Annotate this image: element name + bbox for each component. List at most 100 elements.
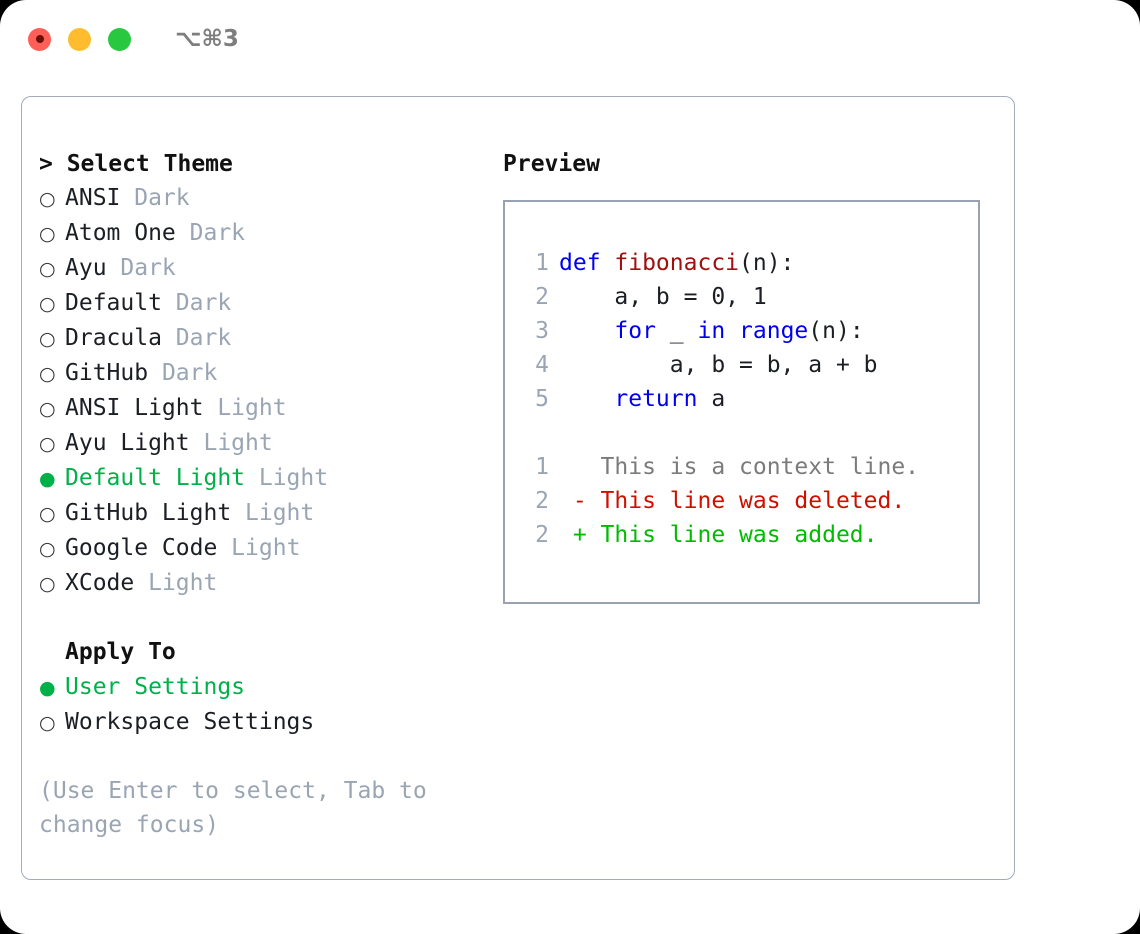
code-line: 3 for _ in range(n): bbox=[519, 314, 978, 348]
theme-option-ansi-light[interactable]: ○ ANSI Light Light bbox=[39, 391, 492, 426]
window-controls bbox=[28, 27, 131, 51]
code-diff-spacer bbox=[519, 416, 978, 450]
code-line-text: a, b = 0, 1 bbox=[559, 280, 767, 314]
radio-unselected-icon: ○ bbox=[39, 188, 56, 210]
radio-unselected-icon: ○ bbox=[39, 363, 56, 385]
diff-line-text: - This line was deleted. bbox=[559, 488, 906, 514]
title-bar: ⌥⌘3 bbox=[0, 0, 1140, 78]
code-token-plain bbox=[559, 318, 614, 344]
theme-option-google-code[interactable]: ○ Google Code Light bbox=[39, 531, 492, 566]
code-line-number: 3 bbox=[535, 318, 549, 344]
maximize-button[interactable] bbox=[108, 27, 131, 51]
apply-to-header: Apply To bbox=[39, 635, 492, 670]
theme-option-github[interactable]: ○ GitHub Dark bbox=[39, 356, 492, 391]
diff-line-text: This is a context line. bbox=[559, 454, 920, 480]
theme-option-ayu[interactable]: ○Ayu Dark bbox=[39, 251, 492, 286]
diff-line-text: + This line was added. bbox=[559, 522, 878, 548]
theme-option-atom-one[interactable]: ○Atom One Dark bbox=[39, 216, 492, 251]
radio-unselected-icon: ○ bbox=[39, 223, 56, 245]
code-line-number: 2 bbox=[535, 284, 549, 310]
code-token-kw: range bbox=[739, 318, 809, 344]
code-line-text: def fibonacci(n): bbox=[559, 246, 794, 280]
code-line: 5 return a bbox=[519, 382, 978, 416]
theme-option-default-light[interactable]: ●Default Light Light bbox=[39, 461, 492, 496]
radio-unselected-icon: ○ bbox=[39, 398, 56, 420]
theme-option-category: Light bbox=[231, 500, 315, 526]
theme-option-label: XCode bbox=[65, 570, 135, 596]
code-line-text: for _ in range(n): bbox=[559, 314, 864, 348]
theme-option-label: GitHub Light bbox=[65, 500, 232, 526]
code-token-plain bbox=[725, 318, 739, 344]
minimize-button[interactable] bbox=[68, 27, 91, 51]
apply-to-option-user-settings[interactable]: ● User Settings bbox=[39, 670, 492, 705]
theme-option-github-light[interactable]: ○ GitHub Light Light bbox=[39, 496, 492, 531]
diff-sample: 1 This is a context line.2 - This line w… bbox=[519, 450, 978, 552]
code-token-kw: in bbox=[697, 318, 726, 344]
apply-to-header-label: Apply To bbox=[65, 639, 176, 665]
theme-option-label: GitHub bbox=[65, 360, 149, 386]
radio-unselected-icon: ○ bbox=[39, 433, 56, 455]
diff-line-ctx: 1 This is a context line. bbox=[519, 450, 978, 484]
theme-option-ansi[interactable]: ○ ANSI Dark bbox=[39, 181, 492, 216]
code-line: 1 def fibonacci(n): bbox=[519, 246, 978, 280]
main-panel: > Select Theme ○ANSI Dark○Atom One Dark○… bbox=[21, 96, 1015, 880]
theme-option-label: Atom One bbox=[65, 220, 176, 246]
theme-option-category: Light bbox=[134, 570, 218, 596]
code-token-kw: for bbox=[614, 318, 656, 344]
diff-line-number: 2 bbox=[535, 488, 549, 514]
radio-selected-icon: ● bbox=[39, 677, 56, 699]
theme-option-label: ANSI Light bbox=[65, 395, 204, 421]
keyboard-hint-text: (Use Enter to select, Tab to change focu… bbox=[39, 778, 427, 838]
radio-unselected-icon: ○ bbox=[39, 538, 56, 560]
preview-title: Preview bbox=[503, 151, 600, 177]
theme-option-category: Dark bbox=[148, 360, 218, 386]
theme-option-default[interactable]: ○Default Dark bbox=[39, 286, 492, 321]
select-theme-header: > Select Theme bbox=[39, 151, 233, 177]
apply-to-option-label: Workspace Settings bbox=[65, 709, 315, 735]
theme-option-label: Google Code bbox=[65, 535, 218, 561]
diff-line-number: 2 bbox=[535, 522, 549, 548]
code-token-kw: def bbox=[559, 250, 615, 276]
theme-option-dracula[interactable]: ○Dracula Dark bbox=[39, 321, 492, 356]
theme-option-category: Light bbox=[203, 395, 287, 421]
close-button[interactable] bbox=[28, 27, 51, 51]
apply-to-list: ● User Settings ○ Workspace Settings bbox=[39, 670, 492, 740]
theme-option-category: Light bbox=[245, 465, 329, 491]
theme-option-category: Dark bbox=[161, 325, 232, 351]
code-token-plain: a bbox=[697, 386, 726, 412]
radio-unselected-icon: ○ bbox=[39, 293, 56, 315]
theme-option-label: ANSI bbox=[65, 185, 121, 211]
code-line: 4 a, b = b, a + b bbox=[519, 348, 978, 382]
code-token-fn: fibonacci bbox=[614, 250, 740, 276]
theme-option-category: Light bbox=[217, 535, 301, 561]
theme-option-label: Default bbox=[65, 290, 162, 316]
diff-line-add: 2 + This line was added. bbox=[519, 518, 978, 552]
code-token-plain: a, b = 0, 1 bbox=[559, 284, 767, 310]
list-spacer bbox=[39, 601, 492, 635]
theme-option-ayu-light[interactable]: ○Ayu Light Light bbox=[39, 426, 492, 461]
apply-to-option-workspace-settings[interactable]: ○ Workspace Settings bbox=[39, 705, 492, 740]
code-token-plain: a, b = b, a + b bbox=[559, 352, 878, 378]
diff-line-del: 2 - This line was deleted. bbox=[519, 484, 978, 518]
theme-option-category: Dark bbox=[106, 255, 176, 281]
radio-unselected-icon: ○ bbox=[39, 503, 56, 525]
theme-option-category: Light bbox=[189, 430, 273, 456]
code-line-number: 1 bbox=[535, 250, 549, 276]
code-line-number: 5 bbox=[535, 386, 549, 412]
code-line-number: 4 bbox=[535, 352, 549, 378]
code-line-text: return a bbox=[559, 382, 725, 416]
radio-unselected-icon: ○ bbox=[39, 328, 56, 350]
code-token-plain: (n): bbox=[739, 250, 795, 276]
theme-option-category: Dark bbox=[120, 185, 190, 211]
code-token-plain: _ bbox=[655, 318, 698, 344]
code-line: 2 a, b = 0, 1 bbox=[519, 280, 978, 314]
code-token-plain bbox=[559, 386, 614, 412]
apply-to-option-label: User Settings bbox=[65, 674, 246, 700]
code-token-plain: (n): bbox=[808, 318, 864, 344]
theme-option-xcode[interactable]: ○XCode Light bbox=[39, 566, 492, 601]
radio-unselected-icon: ○ bbox=[39, 712, 56, 734]
